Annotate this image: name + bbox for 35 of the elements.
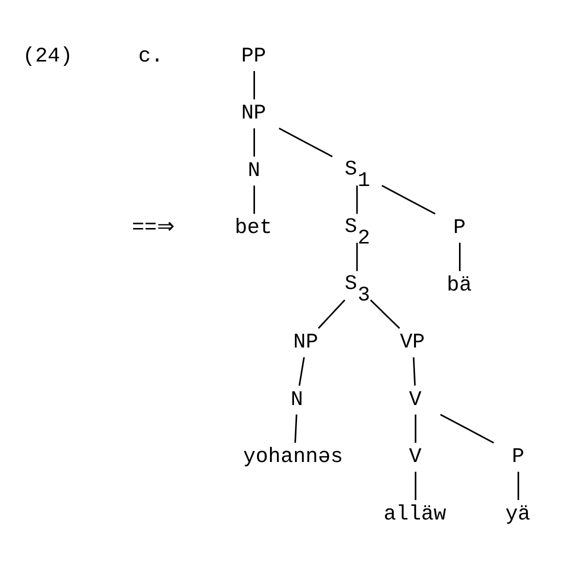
node-text: bä — [446, 274, 472, 297]
connector — [518, 471, 520, 500]
node-text: V — [409, 446, 422, 469]
connector — [298, 356, 305, 386]
connector — [440, 413, 494, 444]
node-text: VP — [400, 331, 425, 354]
node-text: yä — [505, 502, 530, 526]
node-text: PP — [241, 44, 266, 68]
node-text: bet — [234, 216, 272, 240]
node-text: N — [290, 388, 304, 412]
connector — [370, 298, 400, 328]
node-text: alläw — [384, 502, 446, 526]
connector — [278, 127, 333, 157]
node-text: NP — [241, 102, 266, 126]
connector — [459, 242, 461, 271]
connector — [253, 128, 255, 156]
node-text: NP — [293, 331, 318, 354]
label: ==⇒ — [132, 216, 175, 240]
label: (24) — [22, 44, 73, 68]
connector — [253, 185, 255, 214]
connector — [356, 185, 358, 214]
connector — [356, 242, 358, 271]
connector — [412, 356, 416, 386]
node-text: yohannəs — [243, 446, 344, 469]
connector — [318, 299, 346, 328]
connector — [414, 471, 416, 500]
node-text: P — [512, 446, 524, 469]
node-text: P — [453, 216, 466, 240]
connector — [294, 414, 298, 442]
connector — [414, 414, 416, 442]
node-text: N — [248, 159, 260, 182]
label: c. — [138, 44, 164, 68]
connector — [382, 184, 436, 214]
node-text: V — [409, 388, 422, 412]
connector — [253, 70, 255, 99]
